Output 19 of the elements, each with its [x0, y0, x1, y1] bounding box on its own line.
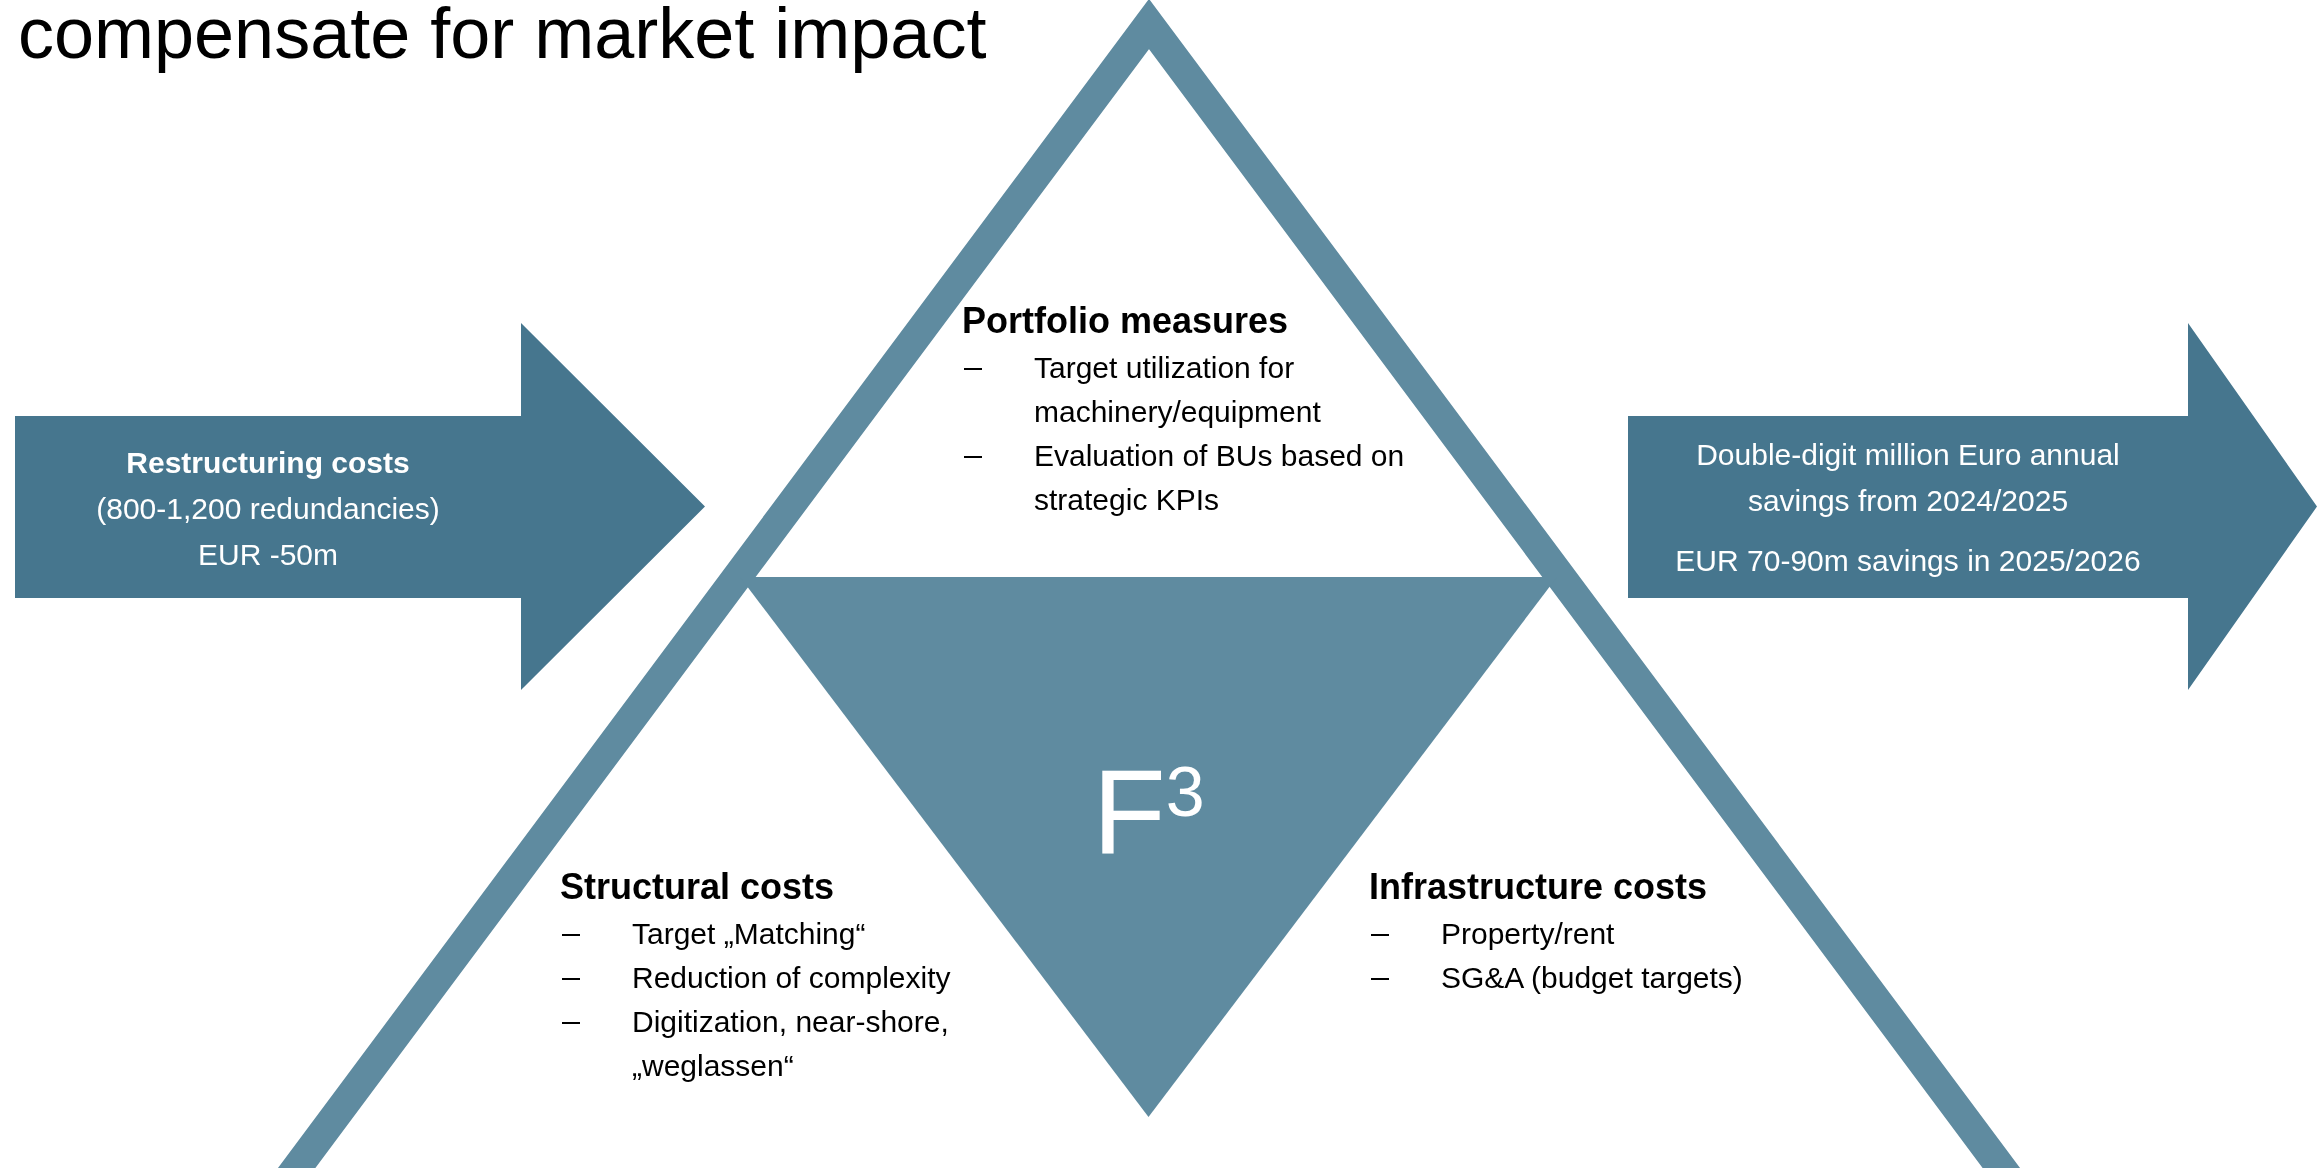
- triangle-symbol: F$^{3}$: [1091, 747, 1206, 877]
- bullet-text: SG&A (budget targets): [1441, 960, 1744, 996]
- arrow-text: Restructuring costs: [125, 445, 411, 481]
- section-heading: Portfolio measures: [962, 300, 1290, 342]
- block-arrow: [1628, 323, 2317, 690]
- slide-title: compensate for market impact: [18, 0, 987, 75]
- section-heading: Structural costs: [560, 866, 836, 908]
- bullet-text: Reduction of complexity: [632, 960, 952, 996]
- bullet-text: Property/rent: [1441, 916, 1616, 952]
- bullet-text: Evaluation of BUs based on strategic KPIs: [1034, 438, 1406, 518]
- arrow-text: EUR 70-90m savings in 2025/2026: [1674, 543, 2142, 579]
- block-arrow: [15, 323, 705, 690]
- bullet-text: Target utilization for machinery/equipment: [1034, 350, 1322, 430]
- section-heading: Infrastructure costs: [1369, 866, 1709, 908]
- arrow-text: EUR -50m: [197, 537, 339, 573]
- arrow-text: (800-1,200 redundancies): [95, 491, 441, 527]
- bullet-text: Target „Matching“: [632, 916, 867, 952]
- arrow-text: Double-digit million Euro annual savings from 2024/2025: [1695, 437, 2121, 519]
- bullet-text: Digitization, near-shore, „weglassen“: [632, 1004, 950, 1084]
